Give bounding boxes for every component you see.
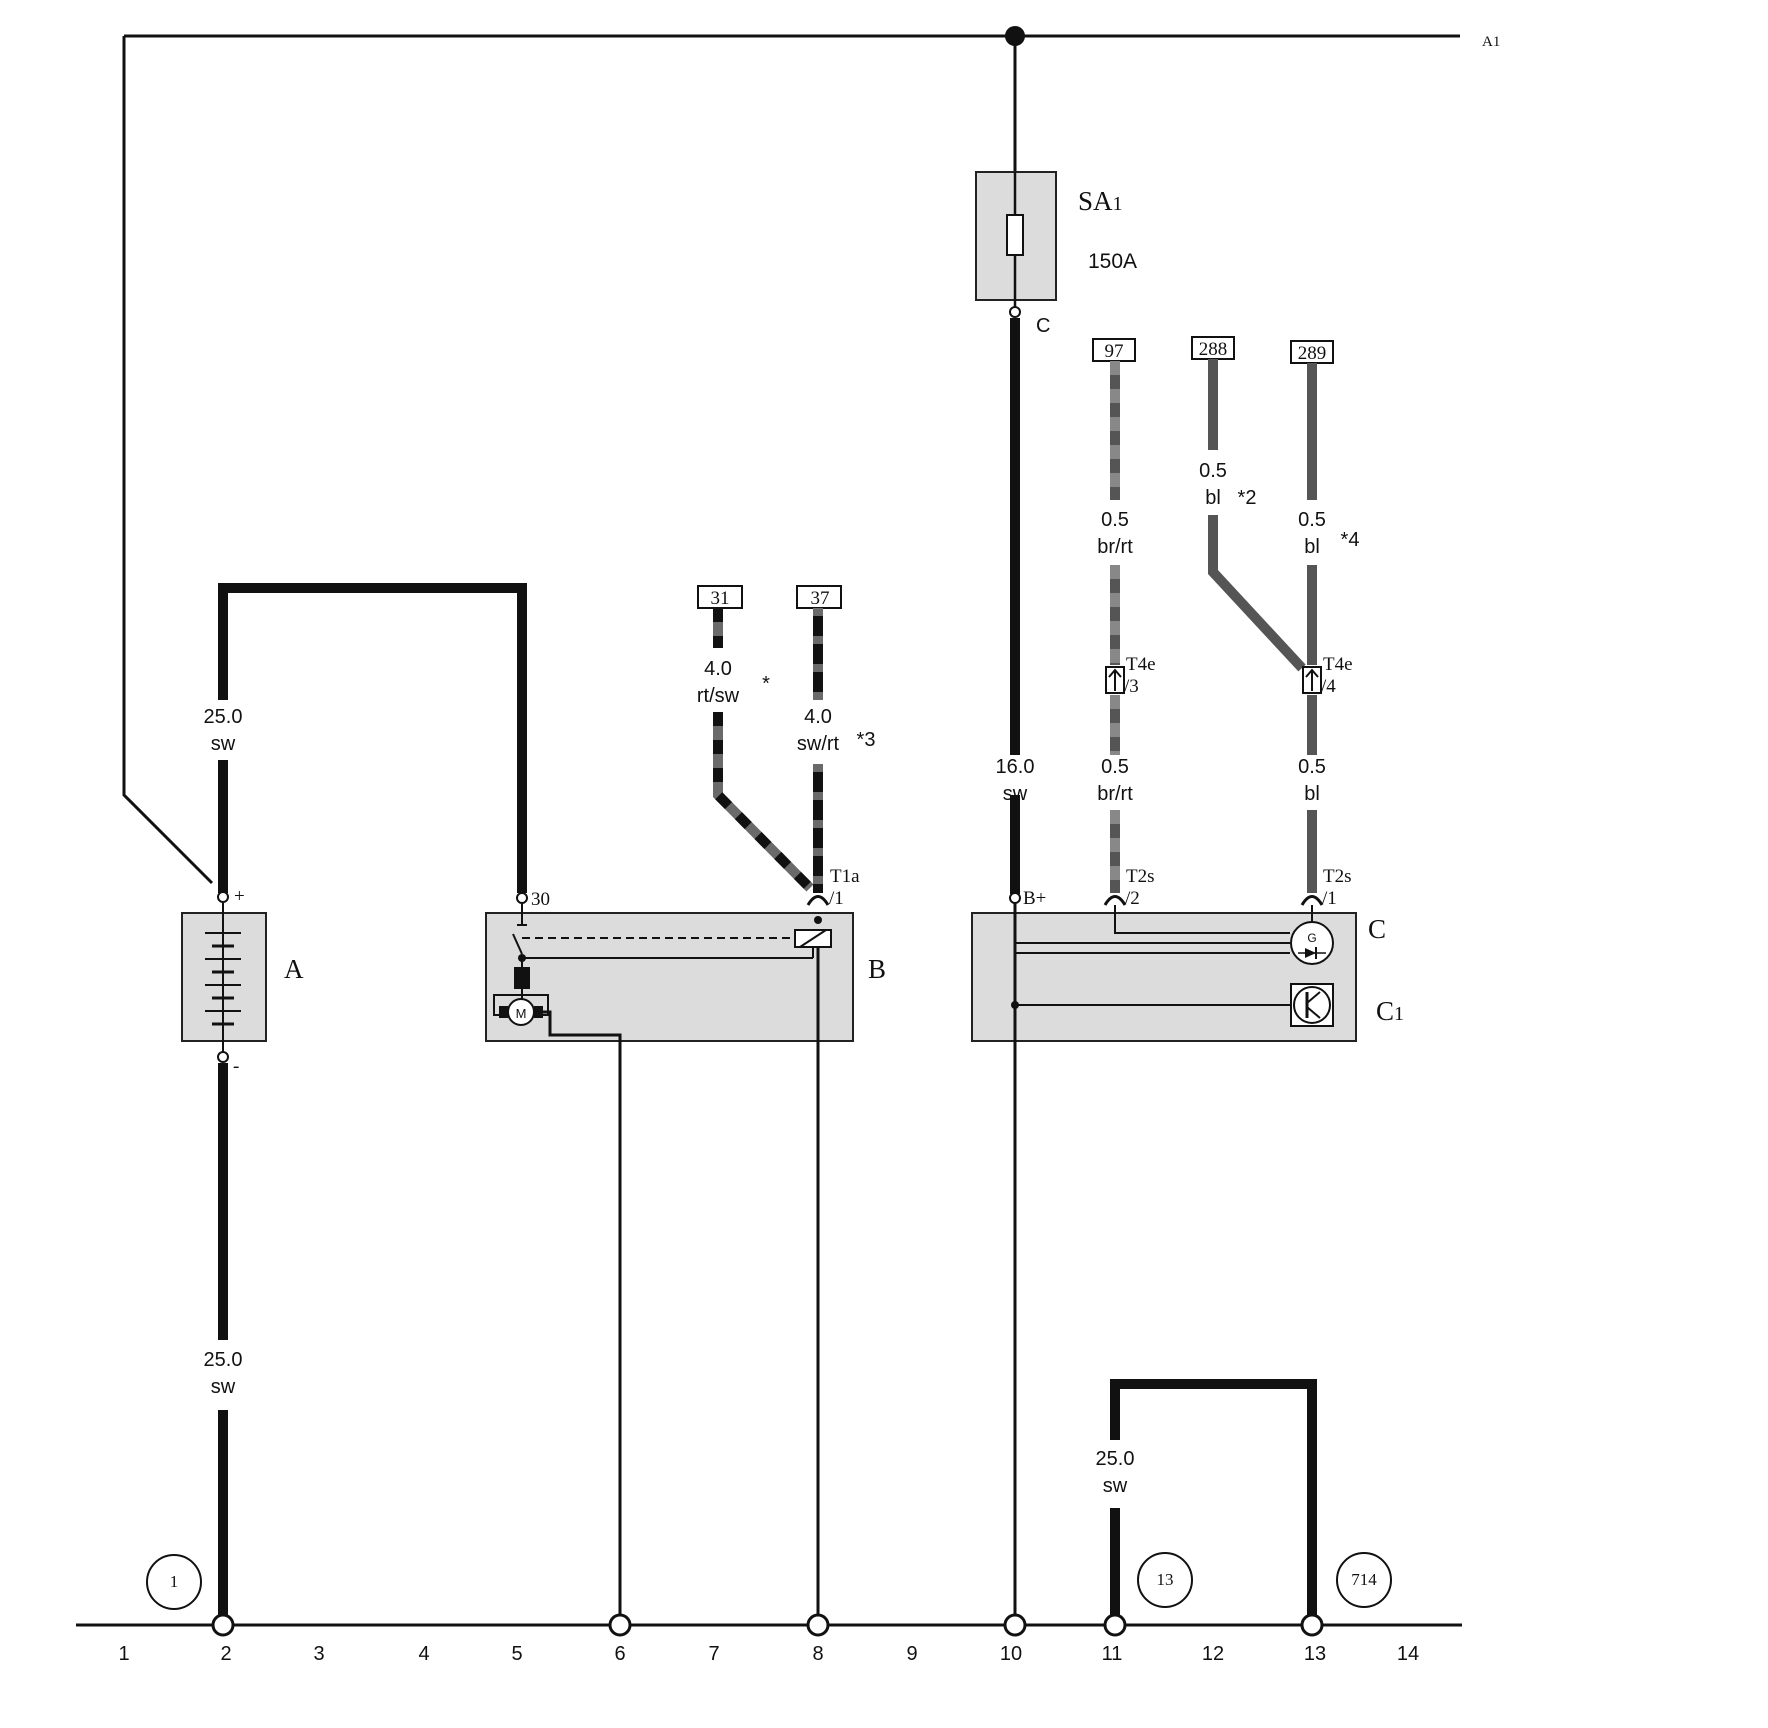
wire-31-note: * (762, 673, 770, 695)
fuse-name-sub: 1 (1113, 193, 1123, 215)
alternator-label: C (1368, 914, 1386, 944)
grid-number: 3 (313, 1643, 324, 1665)
wire-37-size: 4.0 (804, 706, 832, 728)
grid-number: 6 (614, 1643, 625, 1665)
regulator-label: C (1376, 996, 1394, 1026)
wire-288 (1191, 336, 1306, 672)
alternator-c: G (971, 892, 1357, 1620)
grid-number: 13 (1304, 1643, 1326, 1665)
wire-97-lower-color: br/rt (1097, 783, 1133, 805)
connector-t2s-2-pin: /2 (1125, 888, 1140, 909)
top-bus-label: A1 (1482, 34, 1500, 50)
connector-t4e-4: T4e (1323, 654, 1353, 675)
top-bus: A1 (124, 26, 1500, 50)
connector-t4e-4-pin: /4 (1321, 676, 1336, 697)
ground-ref-1: 1 (146, 1554, 202, 1610)
fuse-sa1 (975, 36, 1057, 318)
alternator-terminal-bplus: B+ (1023, 888, 1046, 909)
wire-289-note: *4 (1341, 529, 1360, 551)
wire-97-upper-color: br/rt (1097, 536, 1133, 558)
wire-97-lower-size: 0.5 (1101, 756, 1129, 778)
grid-numbers: 1 2 3 4 5 6 7 8 9 10 11 12 13 14 (118, 1643, 1419, 1665)
wire-289-lower-size: 0.5 (1298, 756, 1326, 778)
grid-number: 4 (418, 1643, 429, 1665)
ground-strap-size: 25.0 (1096, 1448, 1135, 1470)
wire-289-upper-size: 0.5 (1298, 509, 1326, 531)
wire-289-lower-color: bl (1304, 783, 1320, 805)
fuse-name: SA (1078, 186, 1113, 216)
motor-symbol: M (516, 1006, 527, 1021)
battery-plus-label: + (234, 886, 245, 907)
regulator-label-sub: 1 (1394, 1003, 1404, 1025)
wire-31-color: rt/sw (697, 685, 740, 707)
generator-symbol: G (1307, 931, 1316, 945)
grid-number: 1 (118, 1643, 129, 1665)
grid-number: 10 (1000, 1643, 1022, 1665)
connector-t4e-3-pin: /3 (1124, 676, 1139, 697)
wire-288-color: bl (1205, 487, 1221, 509)
starter-b: M (485, 892, 854, 1620)
wire-288-size: 0.5 (1199, 460, 1227, 482)
connector-t4e-3: T4e (1126, 654, 1156, 675)
fuse-rating: 150A (1088, 250, 1137, 273)
connector-t1a-pin: /1 (829, 888, 844, 909)
svg-text:1: 1 (170, 1572, 179, 1591)
ground-strap-color: sw (1103, 1475, 1128, 1497)
wire-batt-upper-color: sw (211, 733, 236, 755)
ground-ref-714: 714 (1336, 1552, 1392, 1608)
wire-97 (1092, 338, 1136, 906)
fuse-terminal-c: C (1036, 315, 1050, 337)
grid-number: 5 (511, 1643, 522, 1665)
wire-batt-upper-size: 25.0 (204, 706, 243, 728)
wire-batt-lower-color: sw (211, 1376, 236, 1398)
connector-t2s-1-pin: /1 (1322, 888, 1337, 909)
connector-t1a: T1a (830, 866, 860, 887)
svg-text:C1: C1 (1376, 996, 1404, 1026)
wire-alt-b-size: 16.0 (996, 756, 1035, 778)
svg-text:714: 714 (1351, 1570, 1377, 1589)
battery-minus-label: - (233, 1056, 239, 1077)
bus-to-battery-wire (122, 36, 214, 885)
wire-ref-37: 37 (811, 588, 830, 609)
wire-ref-97: 97 (1105, 341, 1124, 362)
svg-text:SA1: SA1 (1078, 186, 1123, 216)
grid-number: 7 (708, 1643, 719, 1665)
wire-37-note: *3 (857, 729, 876, 751)
wire-31-size: 4.0 (704, 658, 732, 680)
grid-number: 14 (1397, 1643, 1419, 1665)
ground-strap (1110, 1379, 1317, 1620)
starter-label: B (868, 954, 886, 984)
grid-number: 11 (1102, 1643, 1123, 1665)
grid-number: 9 (906, 1643, 917, 1665)
wire-batt-lower-size: 25.0 (204, 1349, 243, 1371)
ground-ref-13: 13 (1137, 1552, 1193, 1608)
wire-289-upper-color: bl (1304, 536, 1320, 558)
wire-ref-31: 31 (711, 588, 730, 609)
wire-ref-288: 288 (1199, 339, 1228, 360)
wire-37 (796, 585, 842, 924)
wire-289 (1290, 340, 1334, 906)
wire-288-note: *2 (1238, 487, 1257, 509)
wire-37-color: sw/rt (797, 733, 840, 755)
connector-t2s-1: T2s (1323, 866, 1352, 887)
wire-ref-289: 289 (1298, 343, 1327, 364)
wire-31 (697, 585, 814, 892)
grid-number: 12 (1202, 1643, 1224, 1665)
battery-label: A (284, 954, 304, 984)
grid-number: 2 (220, 1643, 231, 1665)
wire-alt-b-color: sw (1003, 783, 1028, 805)
ground-bus (76, 1613, 1462, 1637)
connector-t2s-2: T2s (1126, 866, 1155, 887)
svg-text:13: 13 (1157, 1570, 1174, 1589)
grid-number: 8 (812, 1643, 823, 1665)
wire-97-upper-size: 0.5 (1101, 509, 1129, 531)
starter-terminal-30: 30 (531, 889, 550, 910)
battery-a (181, 583, 527, 1620)
